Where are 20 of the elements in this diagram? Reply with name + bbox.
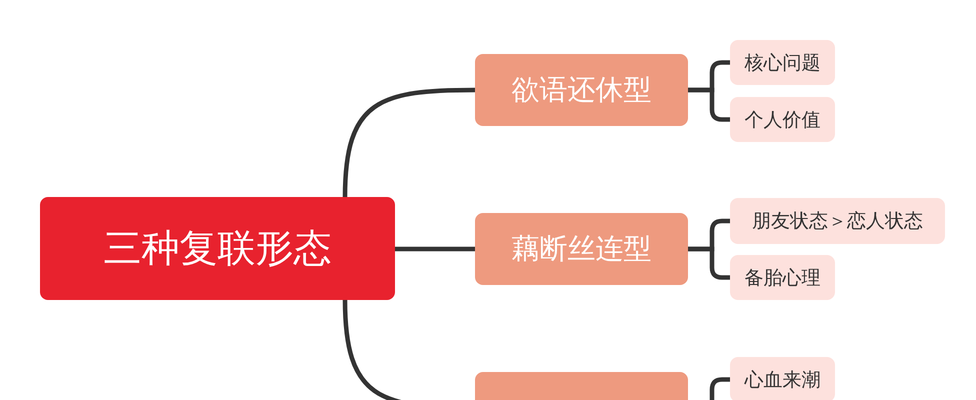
topic-text: 朋友状态＞恋人状态 [752,209,923,234]
topic-text: 备胎心理 [744,266,820,290]
subtopic-box [730,357,835,400]
connector-line [688,88,730,122]
root-topic-box [40,197,395,300]
topic-text: 欲语还休型 [512,72,652,108]
topic-text: 藕断丝连型 [512,231,652,267]
topic-text: 个人价值 [744,108,820,132]
subtopic-box [730,255,835,300]
subtopic-box [730,97,835,142]
subtopic-box [730,40,835,85]
topic-text: 核心问题 [744,50,820,76]
topic-text: 心血来潮 [744,368,820,392]
connector-line [688,246,730,280]
connector-line [395,246,475,252]
topic-text: 三种复联形态 [104,225,332,272]
connector-line [342,88,476,198]
branch-topic-box [475,54,688,126]
subtopic-box [730,198,945,244]
branch-topic-box [475,213,688,285]
